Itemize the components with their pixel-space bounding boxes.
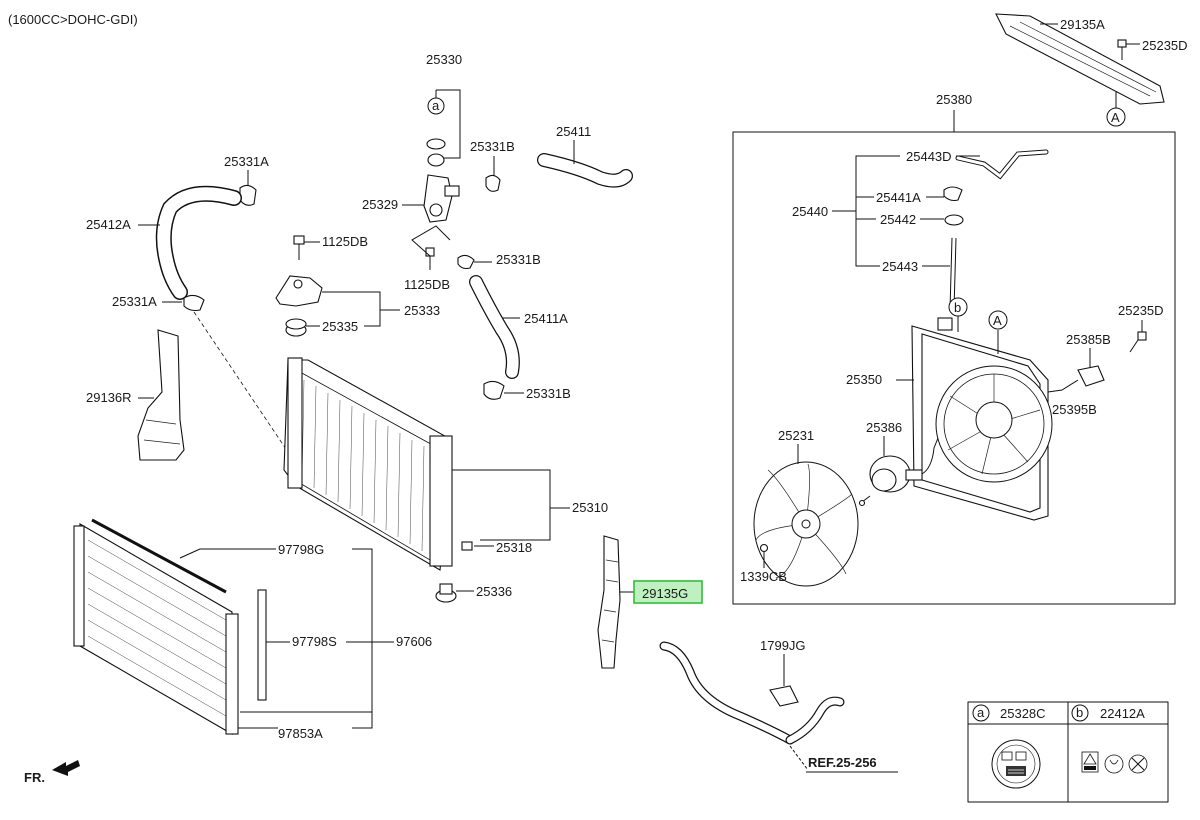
front-marker: FR. <box>24 770 45 785</box>
label-1799jg[interactable]: 1799JG <box>760 638 806 653</box>
label-25335[interactable]: 25335 <box>322 319 358 334</box>
seal-strip-97798g <box>91 518 227 594</box>
mount-bracket-25333 <box>275 275 323 307</box>
label-25412a[interactable]: 25412A <box>86 217 131 232</box>
legend-b-part[interactable]: 22412A <box>1100 706 1145 721</box>
svg-text:A: A <box>1111 110 1120 125</box>
air-guard-29135a <box>995 13 1165 105</box>
svg-text:b: b <box>954 300 961 315</box>
bolt-25235d-right <box>1129 331 1147 353</box>
callout-A-top: A <box>1106 107 1126 127</box>
o-ring <box>426 138 446 150</box>
label-97798g[interactable]: 97798G <box>278 542 324 557</box>
radiator-25310 <box>283 357 453 571</box>
fan-25231 <box>753 461 859 587</box>
label-25395b[interactable]: 25395B <box>1052 402 1097 417</box>
label-25235d-right[interactable]: 25235D <box>1118 303 1164 318</box>
front-arrow-icon <box>52 760 80 776</box>
label-1125db-b[interactable]: 1125DB <box>404 277 450 292</box>
engine-note: (1600CC>DOHC-GDI) <box>8 12 138 27</box>
label-25443d[interactable]: 25443D <box>906 149 952 164</box>
leader-25330 <box>436 89 461 159</box>
label-25329[interactable]: 25329 <box>362 197 398 212</box>
filler-cap <box>427 153 445 167</box>
label-97853a[interactable]: 97853A <box>278 726 323 741</box>
legend-a-marker: a <box>972 704 990 722</box>
clamp-25331b-top <box>485 174 501 192</box>
label-25318[interactable]: 25318 <box>496 540 532 555</box>
callout-A-shroud: A <box>988 310 1008 354</box>
label-97798s[interactable]: 97798S <box>292 634 337 649</box>
seal-strip-97798s <box>257 589 267 701</box>
reference-label[interactable]: REF.25-256 <box>808 755 877 770</box>
label-1125db-a[interactable]: 1125DB <box>322 234 368 249</box>
svg-text:A: A <box>993 313 1002 328</box>
nut-1339cb <box>759 543 769 553</box>
label-29135g[interactable]: 29135G <box>642 586 688 601</box>
label-1339cb[interactable]: 1339CB <box>740 569 787 584</box>
drain-cap-25336 <box>435 583 457 603</box>
label-25440[interactable]: 25440 <box>792 204 828 219</box>
label-25330[interactable]: 25330 <box>426 52 462 67</box>
label-25331b-low[interactable]: 25331B <box>526 386 571 401</box>
label-25441a[interactable]: 25441A <box>876 190 921 205</box>
insulator-25335 <box>285 318 307 337</box>
svg-text:a: a <box>977 705 985 720</box>
radiator-cap-icon <box>991 739 1041 789</box>
fan-shroud-25350 <box>911 317 1053 521</box>
screw-motor <box>858 495 871 507</box>
label-25331a-mid[interactable]: 25331A <box>112 294 157 309</box>
drain-plug-25318 <box>461 541 473 551</box>
label-25336[interactable]: 25336 <box>476 584 512 599</box>
callout-b-circle: b <box>948 297 968 332</box>
warning-label-icon <box>1081 751 1148 774</box>
label-25331b-top[interactable]: 25331B <box>470 139 515 154</box>
condenser-97606 <box>73 523 239 735</box>
reservoir-cap-25441a <box>943 186 963 202</box>
seal-25442 <box>944 214 964 226</box>
fan-motor-25386 <box>869 437 939 493</box>
bolt-25235d-top <box>1117 39 1127 60</box>
label-25331a-top[interactable]: 25331A <box>224 154 269 169</box>
svg-text:a: a <box>432 98 440 113</box>
label-25350[interactable]: 25350 <box>846 372 882 387</box>
bolt-1125db-a <box>293 235 305 260</box>
label-97606[interactable]: 97606 <box>396 634 432 649</box>
label-25385b[interactable]: 25385B <box>1066 332 1111 347</box>
bolt-1125db-b <box>425 247 435 270</box>
label-25386[interactable]: 25386 <box>866 420 902 435</box>
upper-clamp-25331b-low <box>483 380 505 400</box>
label-25331b-mid[interactable]: 25331B <box>496 252 541 267</box>
label-25380[interactable]: 25380 <box>936 92 972 107</box>
label-25231[interactable]: 25231 <box>778 428 814 443</box>
air-guard-29136r <box>137 329 185 461</box>
label-25411[interactable]: 25411 <box>556 124 591 139</box>
label-25442[interactable]: 25442 <box>880 212 916 227</box>
legend-b-marker: b <box>1071 704 1089 722</box>
clamp-25331b-mid <box>457 254 475 270</box>
svg-text:b: b <box>1076 705 1083 720</box>
label-25443[interactable]: 25443 <box>882 259 918 274</box>
resistor-25385b <box>1077 365 1105 387</box>
label-29135a[interactable]: 29135A <box>1060 17 1105 32</box>
clamp-25331a-mid <box>183 294 205 312</box>
highlight-box-29135g <box>633 580 703 604</box>
legend-a-part[interactable]: 25328C <box>1000 706 1046 721</box>
assembly-box-25380 <box>732 131 1176 605</box>
label-25333[interactable]: 25333 <box>404 303 440 318</box>
label-25235d-top[interactable]: 25235D <box>1142 38 1188 53</box>
label-25310[interactable]: 25310 <box>572 500 608 515</box>
clamp-25331a-top <box>239 184 257 206</box>
label-25411a[interactable]: 25411A <box>524 311 568 326</box>
air-guard-29135g <box>597 535 621 669</box>
overflow-hose <box>659 641 845 745</box>
label-29136r[interactable]: 29136R <box>86 390 132 405</box>
callout-a-circle: a <box>427 97 445 115</box>
thermostat-housing <box>423 174 460 223</box>
